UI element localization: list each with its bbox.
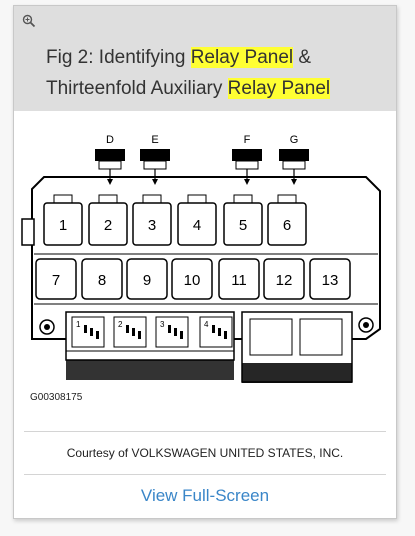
relay-number: 12: [276, 272, 293, 289]
plug-socket: [299, 318, 343, 356]
connector-body: [235, 160, 259, 170]
fuse-terminals: [66, 360, 234, 380]
relay-number: 4: [193, 217, 201, 234]
relay-number: 3: [148, 217, 156, 234]
relay-socket: [35, 258, 77, 300]
connector-plug: [95, 149, 125, 161]
relay-socket: [223, 202, 263, 246]
relay-socket: [81, 258, 123, 300]
connector-label: D: [106, 134, 114, 146]
view-full-screen-link[interactable]: View Full-Screen: [140, 486, 270, 505]
title-highlight-2: Relay Panel: [227, 78, 331, 99]
fuse-terminal: [218, 328, 221, 336]
relay-tab: [233, 194, 253, 204]
connector-body: [98, 160, 122, 170]
fuse-terminal: [224, 331, 227, 339]
figure-credit: Courtesy of VOLKSWAGEN UNITED STATES, IN…: [66, 446, 344, 460]
relay-tab: [277, 194, 297, 204]
fuse-terminal: [90, 328, 93, 336]
connector-label: G: [290, 134, 299, 146]
title-part-2: & Thirteenfold Auxiliary: [46, 47, 312, 99]
connector-body: [143, 160, 167, 170]
mounting-hole-center: [363, 322, 369, 328]
relay-number: 8: [98, 272, 106, 289]
fuse-number: 4: [204, 320, 209, 329]
connector-label: E: [151, 134, 158, 146]
relay-number: 7: [52, 272, 60, 289]
panel-bracket: [21, 218, 35, 246]
zoom-in-icon[interactable]: [22, 14, 36, 28]
plug-terminals: [242, 363, 352, 383]
mounting-hole-center: [44, 324, 50, 330]
relay-socket: [218, 258, 260, 300]
relay-socket: [43, 202, 83, 246]
relay-socket: [88, 202, 128, 246]
fuse-terminal: [174, 328, 177, 336]
divider: [24, 431, 386, 432]
relay-tab: [187, 194, 207, 204]
figure-id: G00308175: [30, 392, 83, 403]
relay-number: 13: [322, 272, 339, 289]
connector-arrowhead: [244, 179, 250, 185]
figure-header: Fig 2: Identifying Relay Panel & Thirtee…: [14, 6, 396, 111]
relay-socket: [171, 258, 213, 300]
relay-socket: [309, 258, 351, 300]
relay-number: 5: [239, 217, 247, 234]
title-part-1: Fig 2: Identifying: [46, 47, 191, 68]
fuse-number: 1: [76, 320, 81, 329]
plug-socket: [249, 318, 293, 356]
connector-plug: [279, 149, 309, 161]
relay-socket: [132, 202, 172, 246]
connector-arrowhead: [107, 179, 113, 185]
fuse-terminal: [212, 325, 215, 333]
relay-number: 6: [283, 217, 291, 234]
relay-tab: [98, 194, 118, 204]
connector-arrowhead: [291, 179, 297, 185]
relay-tab: [142, 194, 162, 204]
divider: [24, 474, 386, 475]
relay-socket: [126, 258, 168, 300]
connector-body: [282, 160, 306, 170]
fuse-number: 2: [118, 320, 123, 329]
relay-number: 9: [143, 272, 151, 289]
relay-socket: [177, 202, 217, 246]
figure-card: Fig 2: Identifying Relay Panel & Thirtee…: [13, 5, 397, 519]
fuse-terminal: [180, 331, 183, 339]
fuse-terminal: [96, 331, 99, 339]
fuse-terminal: [126, 325, 129, 333]
fuse-number: 3: [160, 320, 165, 329]
connector-arrowhead: [152, 179, 158, 185]
relay-number: 1: [59, 217, 67, 234]
connector-plug: [140, 149, 170, 161]
figure-title: Fig 2: Identifying Relay Panel & Thirtee…: [46, 42, 386, 104]
relay-socket: [263, 258, 305, 300]
relay-number: 11: [231, 272, 247, 289]
relay-tab: [53, 194, 73, 204]
fuse-slot: [155, 316, 189, 348]
relay-number: 2: [104, 217, 112, 234]
fuse-terminal: [132, 328, 135, 336]
fuse-terminal: [168, 325, 171, 333]
connector-label: F: [244, 134, 251, 146]
connector-plug: [232, 149, 262, 161]
relay-socket: [267, 202, 307, 246]
title-highlight-1: Relay Panel: [190, 47, 294, 68]
relay-number: 10: [184, 272, 201, 289]
fuse-terminal: [138, 331, 141, 339]
fuse-terminal: [84, 325, 87, 333]
